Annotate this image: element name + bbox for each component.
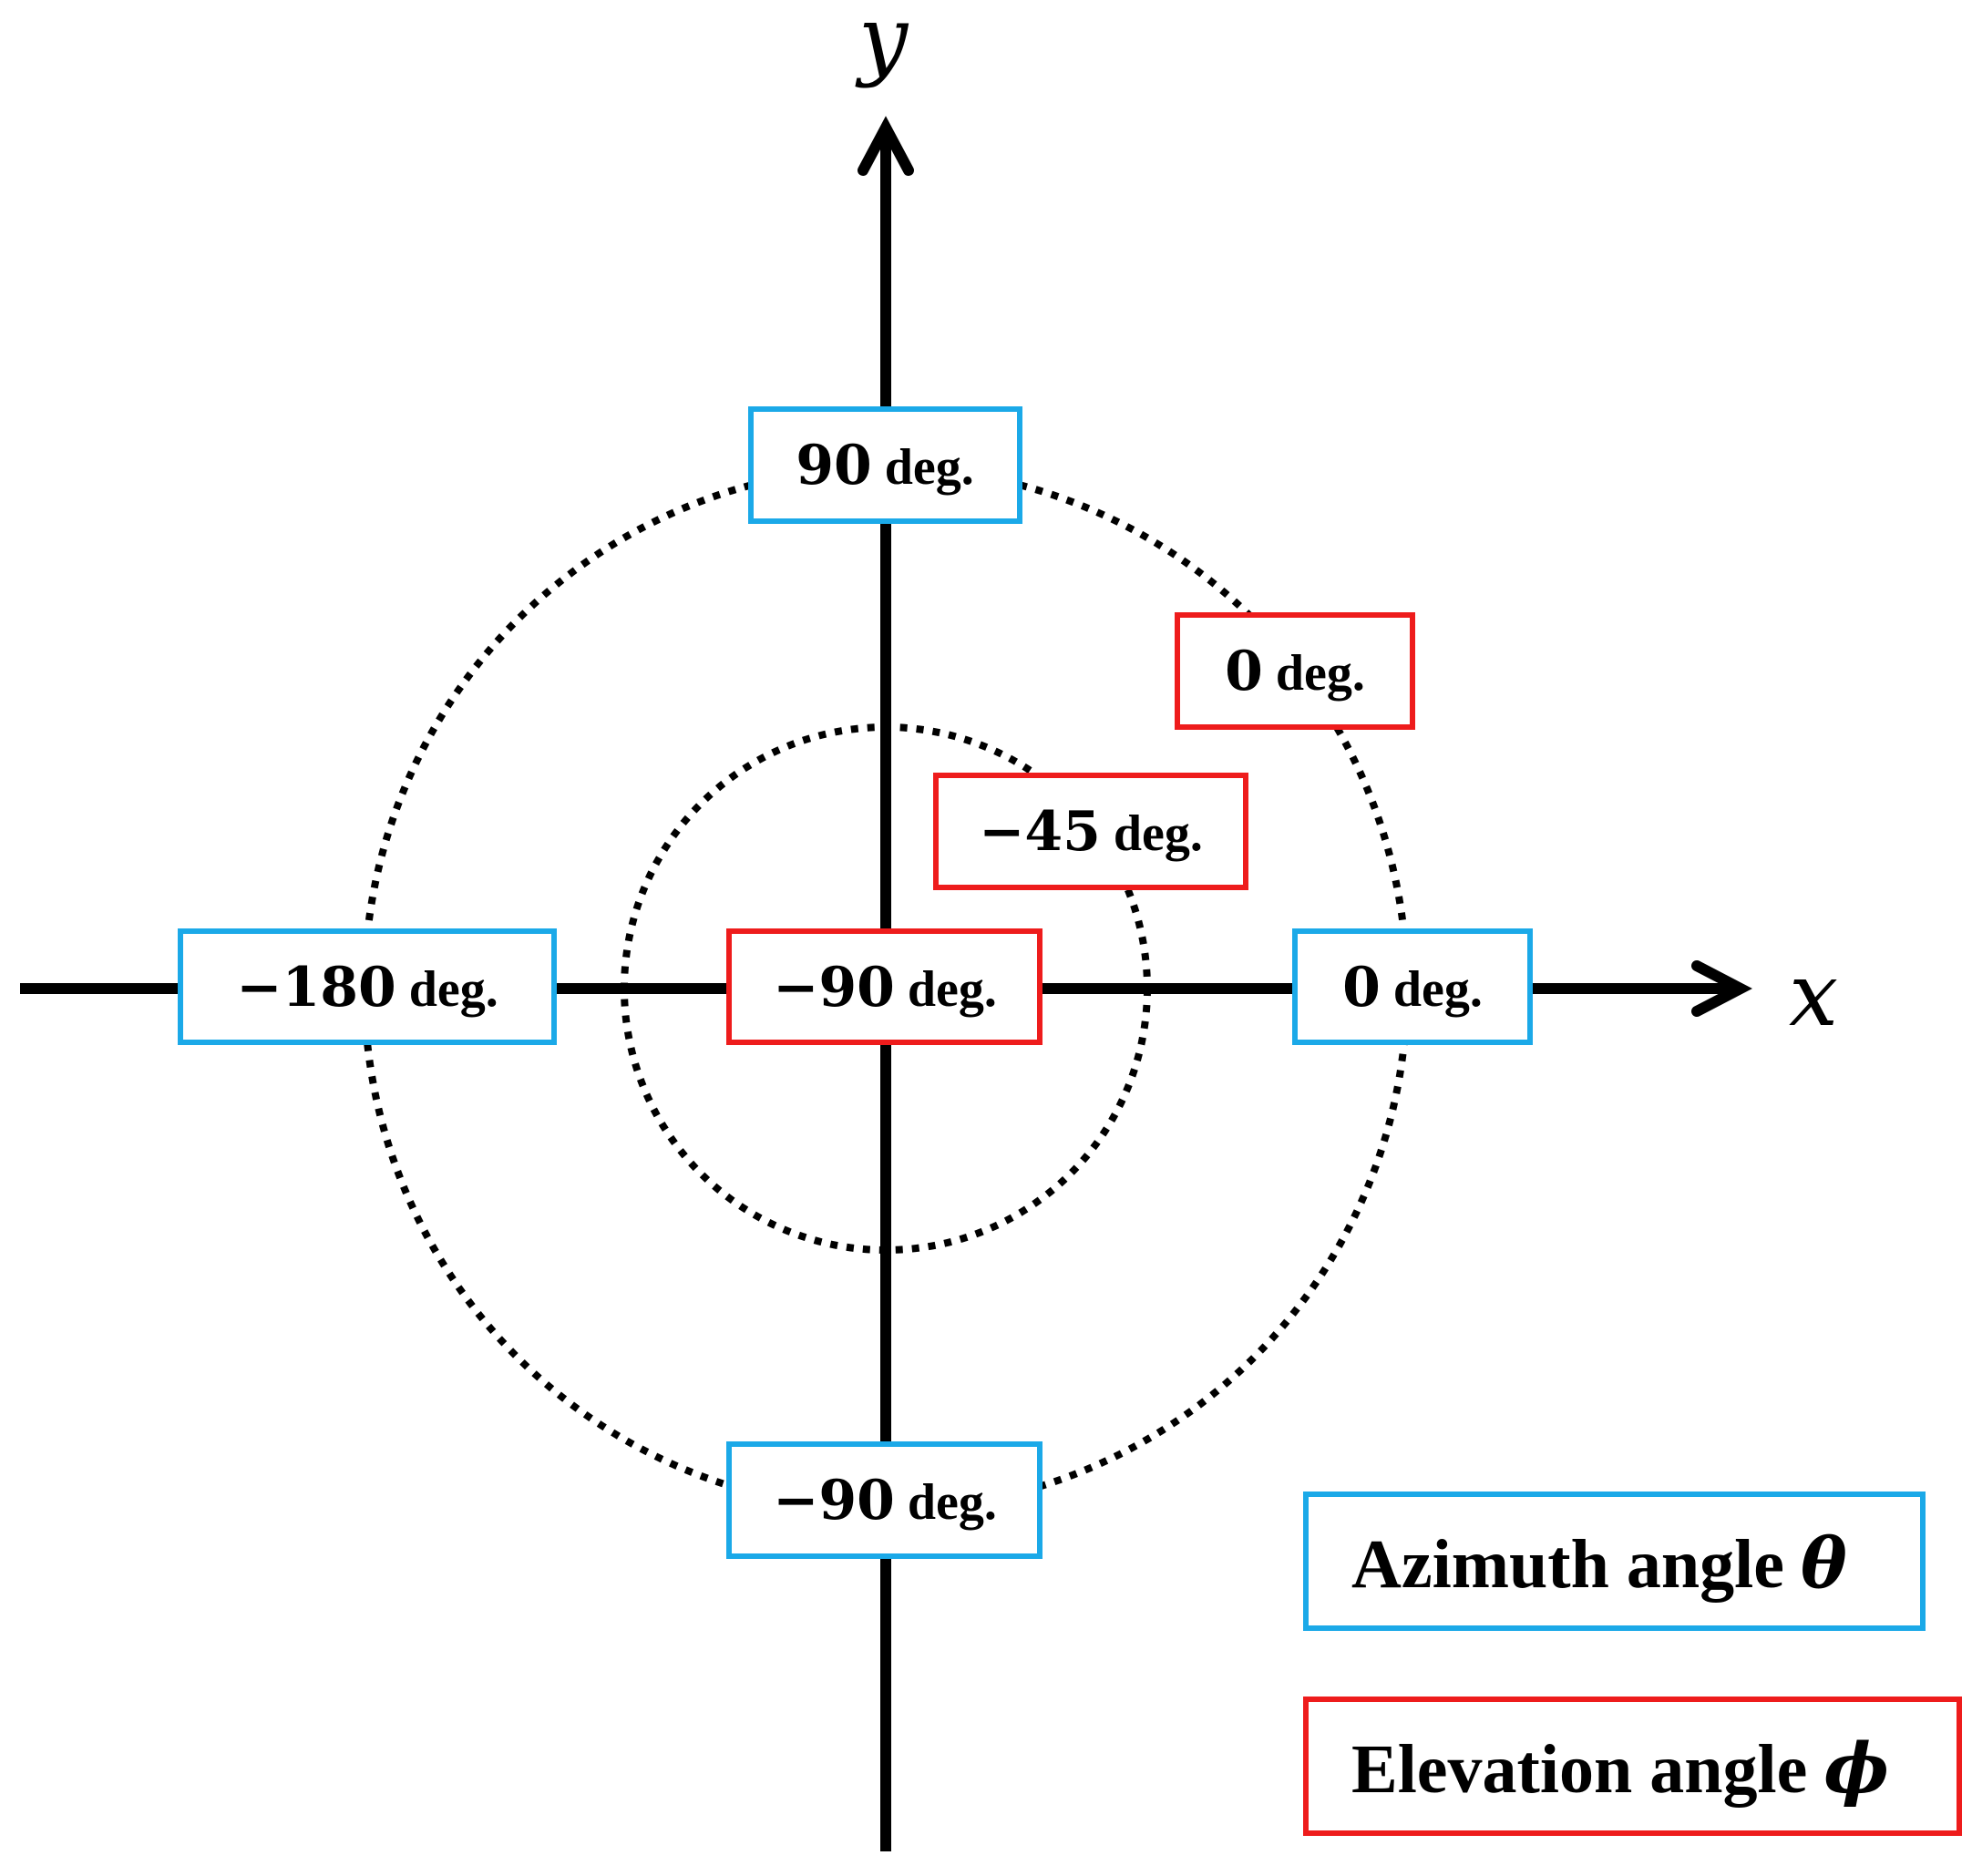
azimuth-minus-180-unit: deg.: [409, 961, 498, 1018]
y-axis-label: y: [855, 0, 909, 89]
azimuth-minus-90-value: −90: [773, 1469, 895, 1533]
elevation-0-unit: deg.: [1276, 645, 1365, 702]
elevation-minus-90-unit: deg.: [908, 961, 997, 1018]
legend-azimuth-symbol: θ: [1801, 1522, 1847, 1604]
legend-azimuth-text: Azimuth angle: [1351, 1526, 1784, 1603]
legend-elevation-symbol: ϕ: [1823, 1727, 1889, 1809]
legend-elevation-text: Elevation angle: [1351, 1731, 1807, 1808]
azimuth-0-unit: deg.: [1393, 961, 1483, 1018]
elevation-minus-45-unit: deg.: [1114, 805, 1203, 862]
azimuth-minus-90-unit: deg.: [908, 1474, 997, 1531]
elevation-minus-45-value: −45: [979, 800, 1101, 864]
azimuth-minus-180-value: −180: [236, 956, 396, 1020]
elevation-minus-90-value: −90: [773, 956, 895, 1020]
azimuth-0-value: 0: [1342, 956, 1381, 1020]
azimuth-90-unit: deg.: [885, 439, 974, 496]
azimuth-90-value: 90: [796, 434, 872, 497]
elevation-0-value: 0: [1225, 640, 1263, 703]
x-axis-label: x: [1789, 944, 1838, 1046]
